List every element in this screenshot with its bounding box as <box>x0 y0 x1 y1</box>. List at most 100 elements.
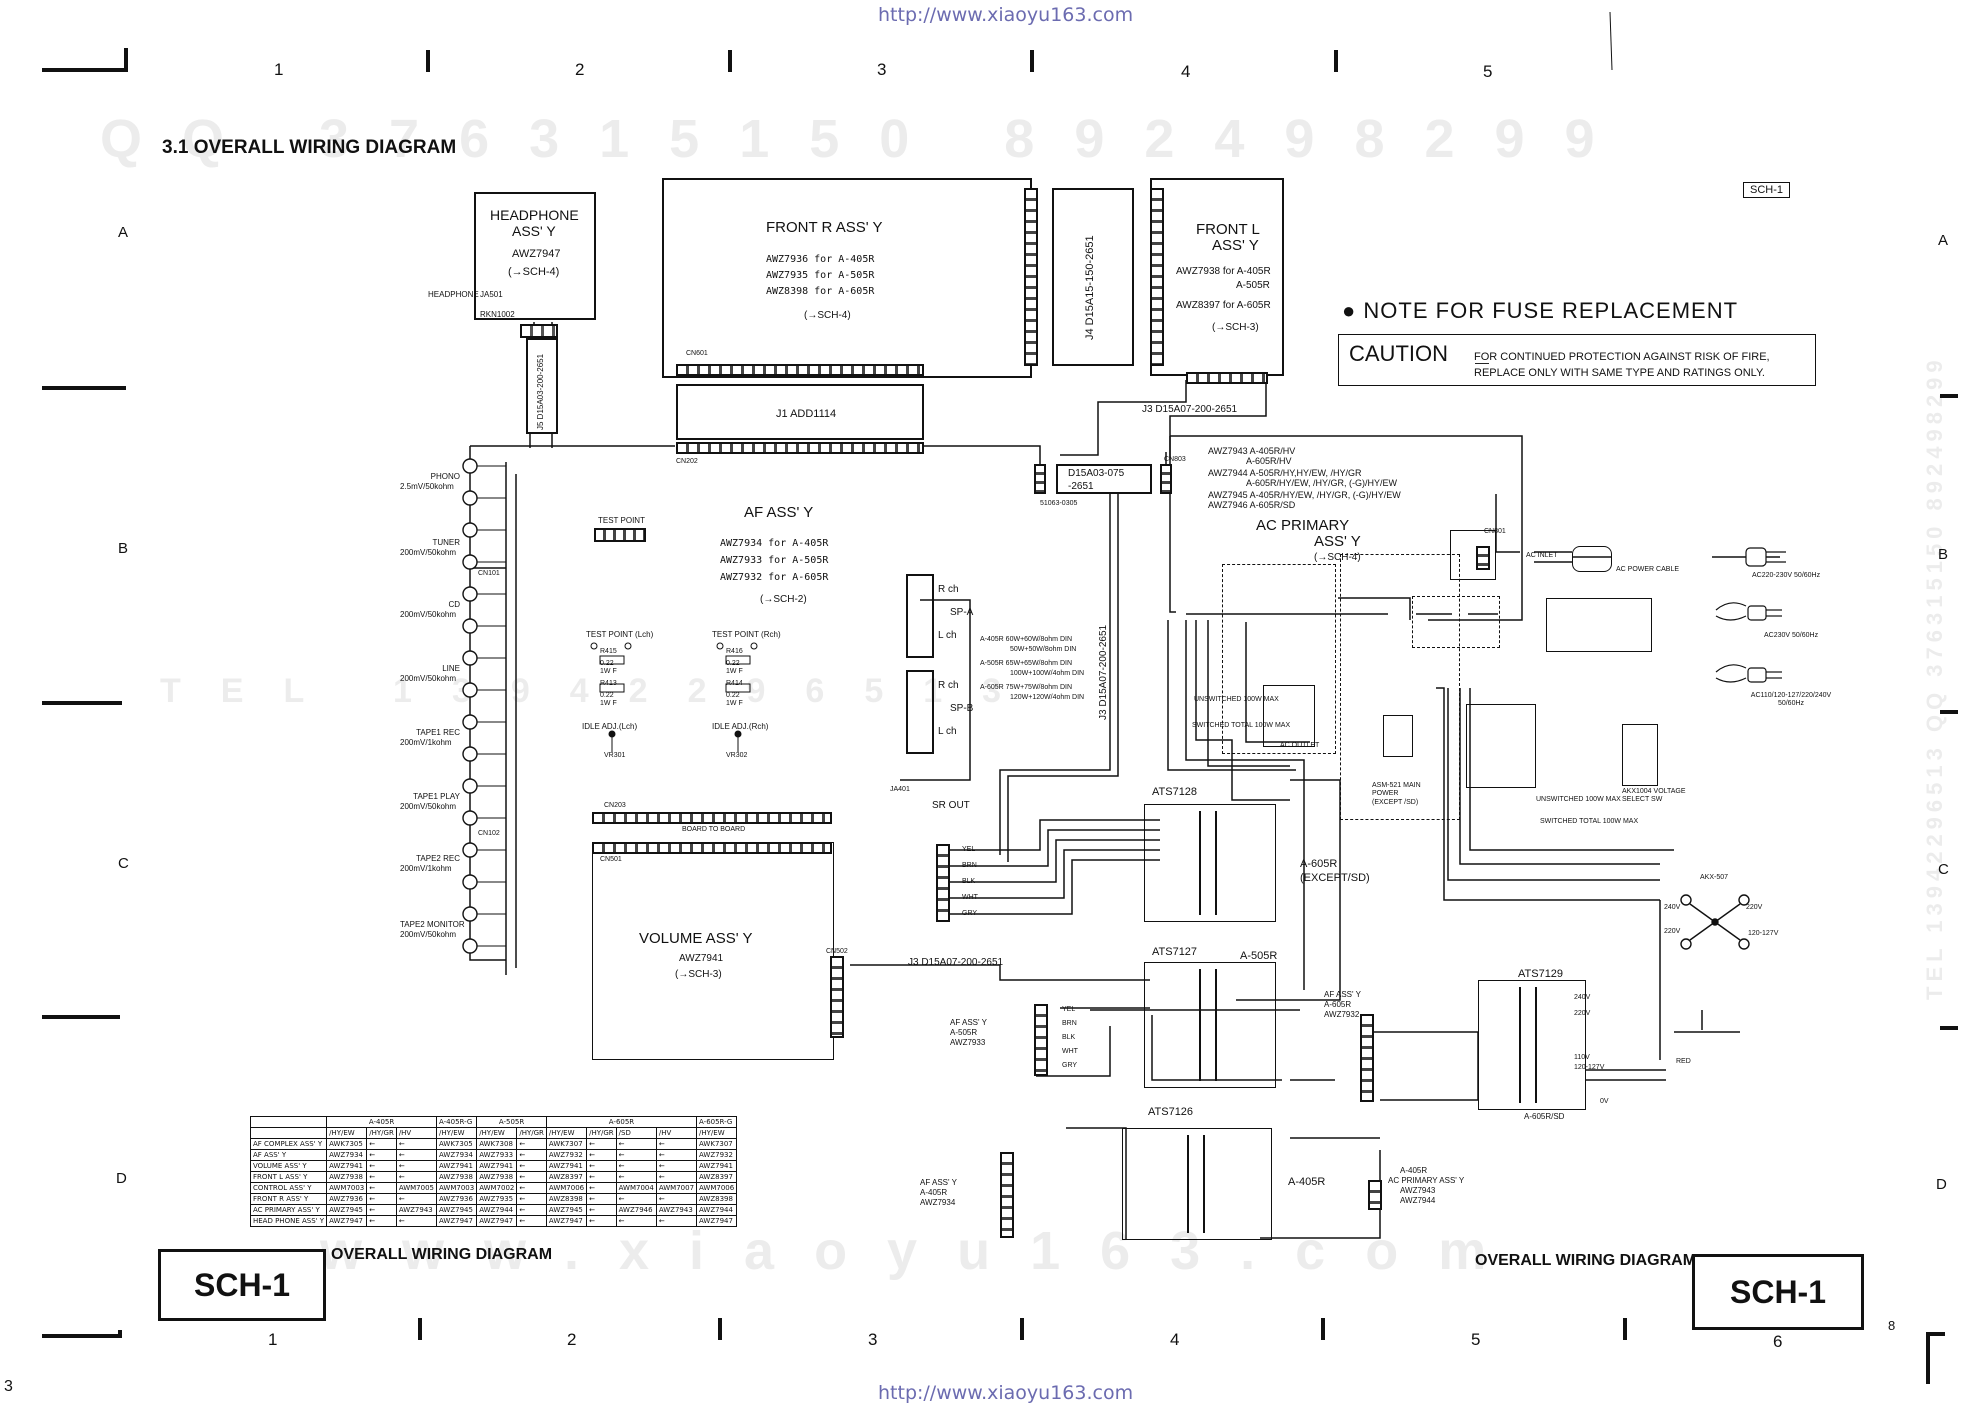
cell: AWZ7938 <box>326 1171 368 1183</box>
j2-connector-left <box>1034 464 1046 494</box>
j2-connector-right <box>1160 464 1172 494</box>
sel-240: 240V <box>1664 904 1681 911</box>
sp-a-l-ch: L ch <box>938 630 957 641</box>
j2-cable: D15A03-075 -2651 <box>1056 464 1152 494</box>
input-spec: 200mV/50kohm <box>400 929 457 939</box>
input-tape2-monitor: TAPE2 MONITOR 200mV/50kohm <box>400 920 465 939</box>
cell: ← <box>655 1171 698 1183</box>
j5-label: J5 D15A03-200-2651 <box>536 353 545 430</box>
voltage-select-sw <box>1622 724 1658 786</box>
sel-120: 120-127V <box>1748 930 1779 937</box>
wire-brn: BRN <box>962 862 977 869</box>
af405-connector <box>1000 1152 1014 1238</box>
cn501-label: CN501 <box>600 856 622 863</box>
cell: AWZ7938 <box>435 1171 478 1183</box>
af-transformer-connector <box>936 844 950 922</box>
front-r-row-1: AWZ7936 for A-405R <box>766 254 875 265</box>
ats7128-label: ATS7128 <box>1152 786 1198 798</box>
j2-ref: 51063-0305 <box>1040 500 1078 507</box>
cn502-connector <box>830 956 844 1038</box>
sp-spec-5: 120W+120W/4ohm DIN <box>1010 694 1085 701</box>
th: /HY/GR <box>516 1127 547 1139</box>
volume-part: AWZ7941 <box>679 953 724 964</box>
cn202-label: CN202 <box>676 458 698 465</box>
cn101-label: CN101 <box>478 570 500 577</box>
acp405-ref-1: AC PRIMARY ASS' Y <box>1388 1176 1465 1185</box>
sp-a-label: SP-A <box>950 607 974 618</box>
sp-spec-3: 100W+100W/4ohm DIN <box>1010 670 1085 677</box>
acp-switched: SWITCHED TOTAL 100W MAX <box>1192 722 1291 729</box>
cell: AWZ8398 <box>545 1193 588 1205</box>
sp-b-l-ch: L ch <box>938 726 957 737</box>
cell: ← <box>655 1193 698 1205</box>
headphone-jack: JA501 <box>480 290 503 299</box>
cell: AF ASS' Y <box>249 1149 328 1161</box>
wire-brn: BRN <box>1062 1020 1077 1027</box>
front-r-ref: (→SCH-4) <box>804 310 851 321</box>
j4-cable: J4 D15A15-150-2651 <box>1052 188 1134 366</box>
cn501-connector <box>592 842 832 854</box>
th: /HY/EW <box>476 1127 518 1139</box>
front-l-ref: (→SCH-3) <box>1212 322 1259 333</box>
cell: ← <box>395 1171 438 1183</box>
cn203-label: CN203 <box>604 802 626 809</box>
cell: AWM7006 <box>696 1182 738 1194</box>
front-r-row-2: AWZ7935 for A-505R <box>766 270 875 281</box>
res-r-5: 1W F <box>726 700 743 707</box>
cell: AWZ8398 <box>696 1193 738 1205</box>
wire-wht: WHT <box>962 894 978 901</box>
ats7127-label: ATS7127 <box>1152 946 1198 958</box>
cell: ← <box>655 1160 698 1172</box>
af605-connector <box>1360 1014 1374 1102</box>
cell: AWZ7941 <box>435 1160 478 1172</box>
voltage-selector-switch <box>1680 894 1750 950</box>
cell: AWM7004 <box>615 1182 657 1194</box>
bullet-icon: ● <box>1342 298 1357 323</box>
ats7127-transformer <box>1144 962 1276 1088</box>
af-row-3: AWZ7932 for A-605R <box>720 572 829 583</box>
front-l-title-2: ASS' Y <box>1212 237 1259 254</box>
input-spec: 200mV/50kohm <box>400 547 457 557</box>
headphone-jack-label: HEADPHONE <box>428 290 479 299</box>
page-corner-right: 8 <box>1888 1318 1896 1333</box>
sp-spec-2: A-505R 65W+65W/8ohm DIN <box>980 660 1073 667</box>
btb-label: BOARD TO BOARD <box>682 826 746 833</box>
cell: ← <box>655 1138 698 1150</box>
cell: ← <box>395 1160 438 1172</box>
th <box>249 1116 328 1128</box>
cell: ← <box>586 1138 617 1150</box>
th <box>249 1127 328 1139</box>
headphone-part: AWZ7947 <box>512 248 561 260</box>
af505-ref-2: AWZ7933 <box>950 1038 986 1047</box>
row-d-left: D <box>116 1170 127 1187</box>
cn803-label: CN803 <box>1164 456 1186 463</box>
wire-wht: WHT <box>1062 1048 1078 1055</box>
input-name: PHONO <box>430 472 460 481</box>
sel-220r: 220V <box>1746 904 1763 911</box>
col-3: 3 <box>877 60 887 79</box>
cell: ← <box>366 1171 397 1183</box>
j3-vertical-label: J3 D15A07-200-2651 <box>1098 624 1109 720</box>
cell: ← <box>395 1149 438 1161</box>
th: /HY/GR <box>366 1127 397 1139</box>
sp-spec-1: 50W+50W/8ohm DIN <box>1010 646 1077 653</box>
headphone-jack-part: RKN1002 <box>480 310 515 319</box>
res-r-0: R416 <box>726 648 743 655</box>
acp-unswitched-2: UNSWITCHED 100W MAX <box>1536 796 1621 803</box>
caution-box: CAUTION — FOR CONTINUED PROTECTION AGAIN… <box>1338 334 1816 386</box>
table-header-2: /HY/EW/HY/GR/HV/HY/EW/HY/EW/HY/GR/HY/EW/… <box>249 1127 738 1139</box>
front-l-row-3: AWZ8397 for A-605R <box>1176 300 1271 311</box>
cell: ← <box>615 1193 657 1205</box>
af405-ref-0: AF ASS' Y <box>920 1178 957 1187</box>
wire-gry: GRY <box>1062 1062 1078 1069</box>
af505-ref-1: A-505R <box>950 1028 978 1037</box>
row-c-left: C <box>118 855 129 872</box>
footer-url[interactable]: http://www.xiaoyu163.com <box>878 1382 1134 1404</box>
header-url[interactable]: http://www.xiaoyu163.com <box>878 4 1134 26</box>
cell: ← <box>586 1160 617 1172</box>
af-row-1: AWZ7934 for A-405R <box>720 538 829 549</box>
af-idle-r: IDLE ADJ.(Rch) <box>712 722 769 731</box>
input-name: TAPE2 MONITOR <box>400 920 465 929</box>
acp405-connector <box>1368 1180 1382 1210</box>
cell: AWZ7941 <box>476 1160 518 1172</box>
